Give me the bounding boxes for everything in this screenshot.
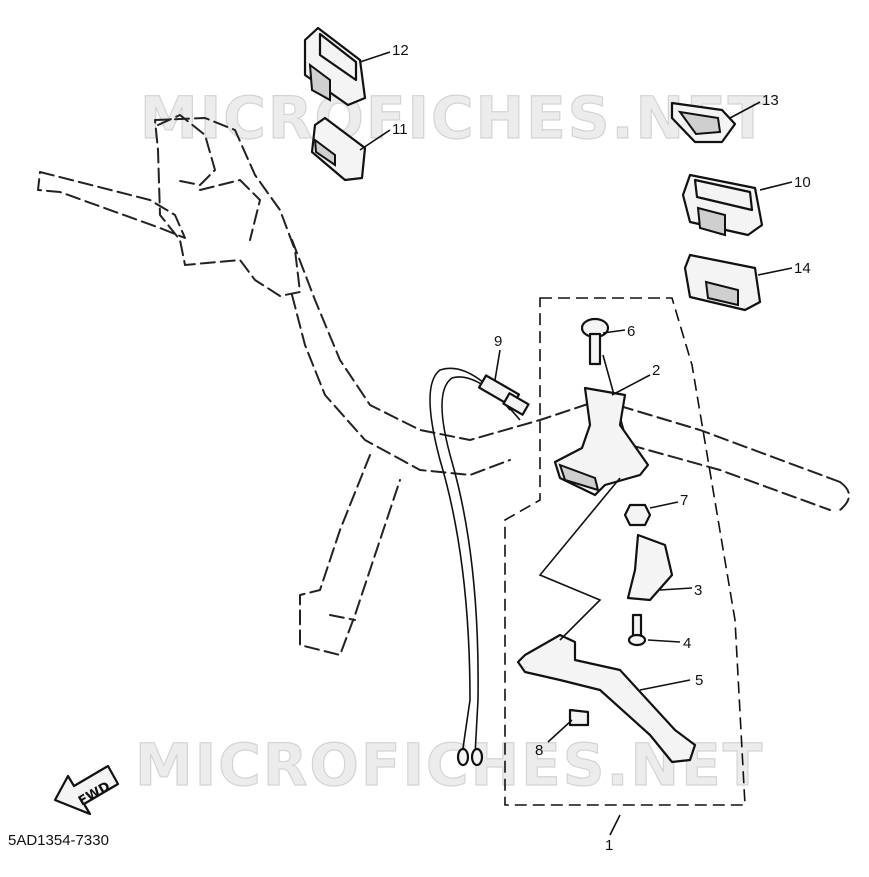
part-5-lever <box>516 633 697 764</box>
callout-13: 13 <box>762 92 779 109</box>
part-3-clamp <box>626 533 674 602</box>
callout-9: 9 <box>494 333 502 350</box>
callout-5: 5 <box>695 672 703 689</box>
callout-4: 4 <box>683 635 691 652</box>
part-4-screw <box>627 613 647 647</box>
diagram-code: 5AD1354-7330 <box>8 832 109 849</box>
part-13-cap <box>670 101 737 144</box>
part-9-cable <box>429 367 530 767</box>
part-12-switch-housing <box>303 26 367 107</box>
part-10-switch-block <box>681 173 764 237</box>
callout-3: 3 <box>694 582 702 599</box>
callout-10: 10 <box>794 174 811 191</box>
assembly-1-outline <box>504 297 746 806</box>
part-2-lever-bracket <box>553 386 650 497</box>
callout-6: 6 <box>627 323 635 340</box>
part-7-nut <box>623 503 652 527</box>
part-14-switch-block <box>683 253 762 312</box>
callout-2: 2 <box>652 362 660 379</box>
callout-14: 14 <box>794 260 811 277</box>
callout-12: 12 <box>392 42 409 59</box>
callout-11: 11 <box>392 121 408 138</box>
callout-8: 8 <box>535 742 543 759</box>
part-11-switch-cover <box>310 116 367 182</box>
part-8-nut <box>568 708 590 727</box>
fwd-arrow-icon: FWD <box>53 764 120 816</box>
handlebar-outline <box>37 114 850 656</box>
callout-7: 7 <box>680 492 688 509</box>
callout-1: 1 <box>605 837 613 854</box>
assembly-leader <box>538 477 621 641</box>
callout-leaders <box>359 51 793 836</box>
watermark-top: MICROFICHES.NET <box>140 84 769 152</box>
